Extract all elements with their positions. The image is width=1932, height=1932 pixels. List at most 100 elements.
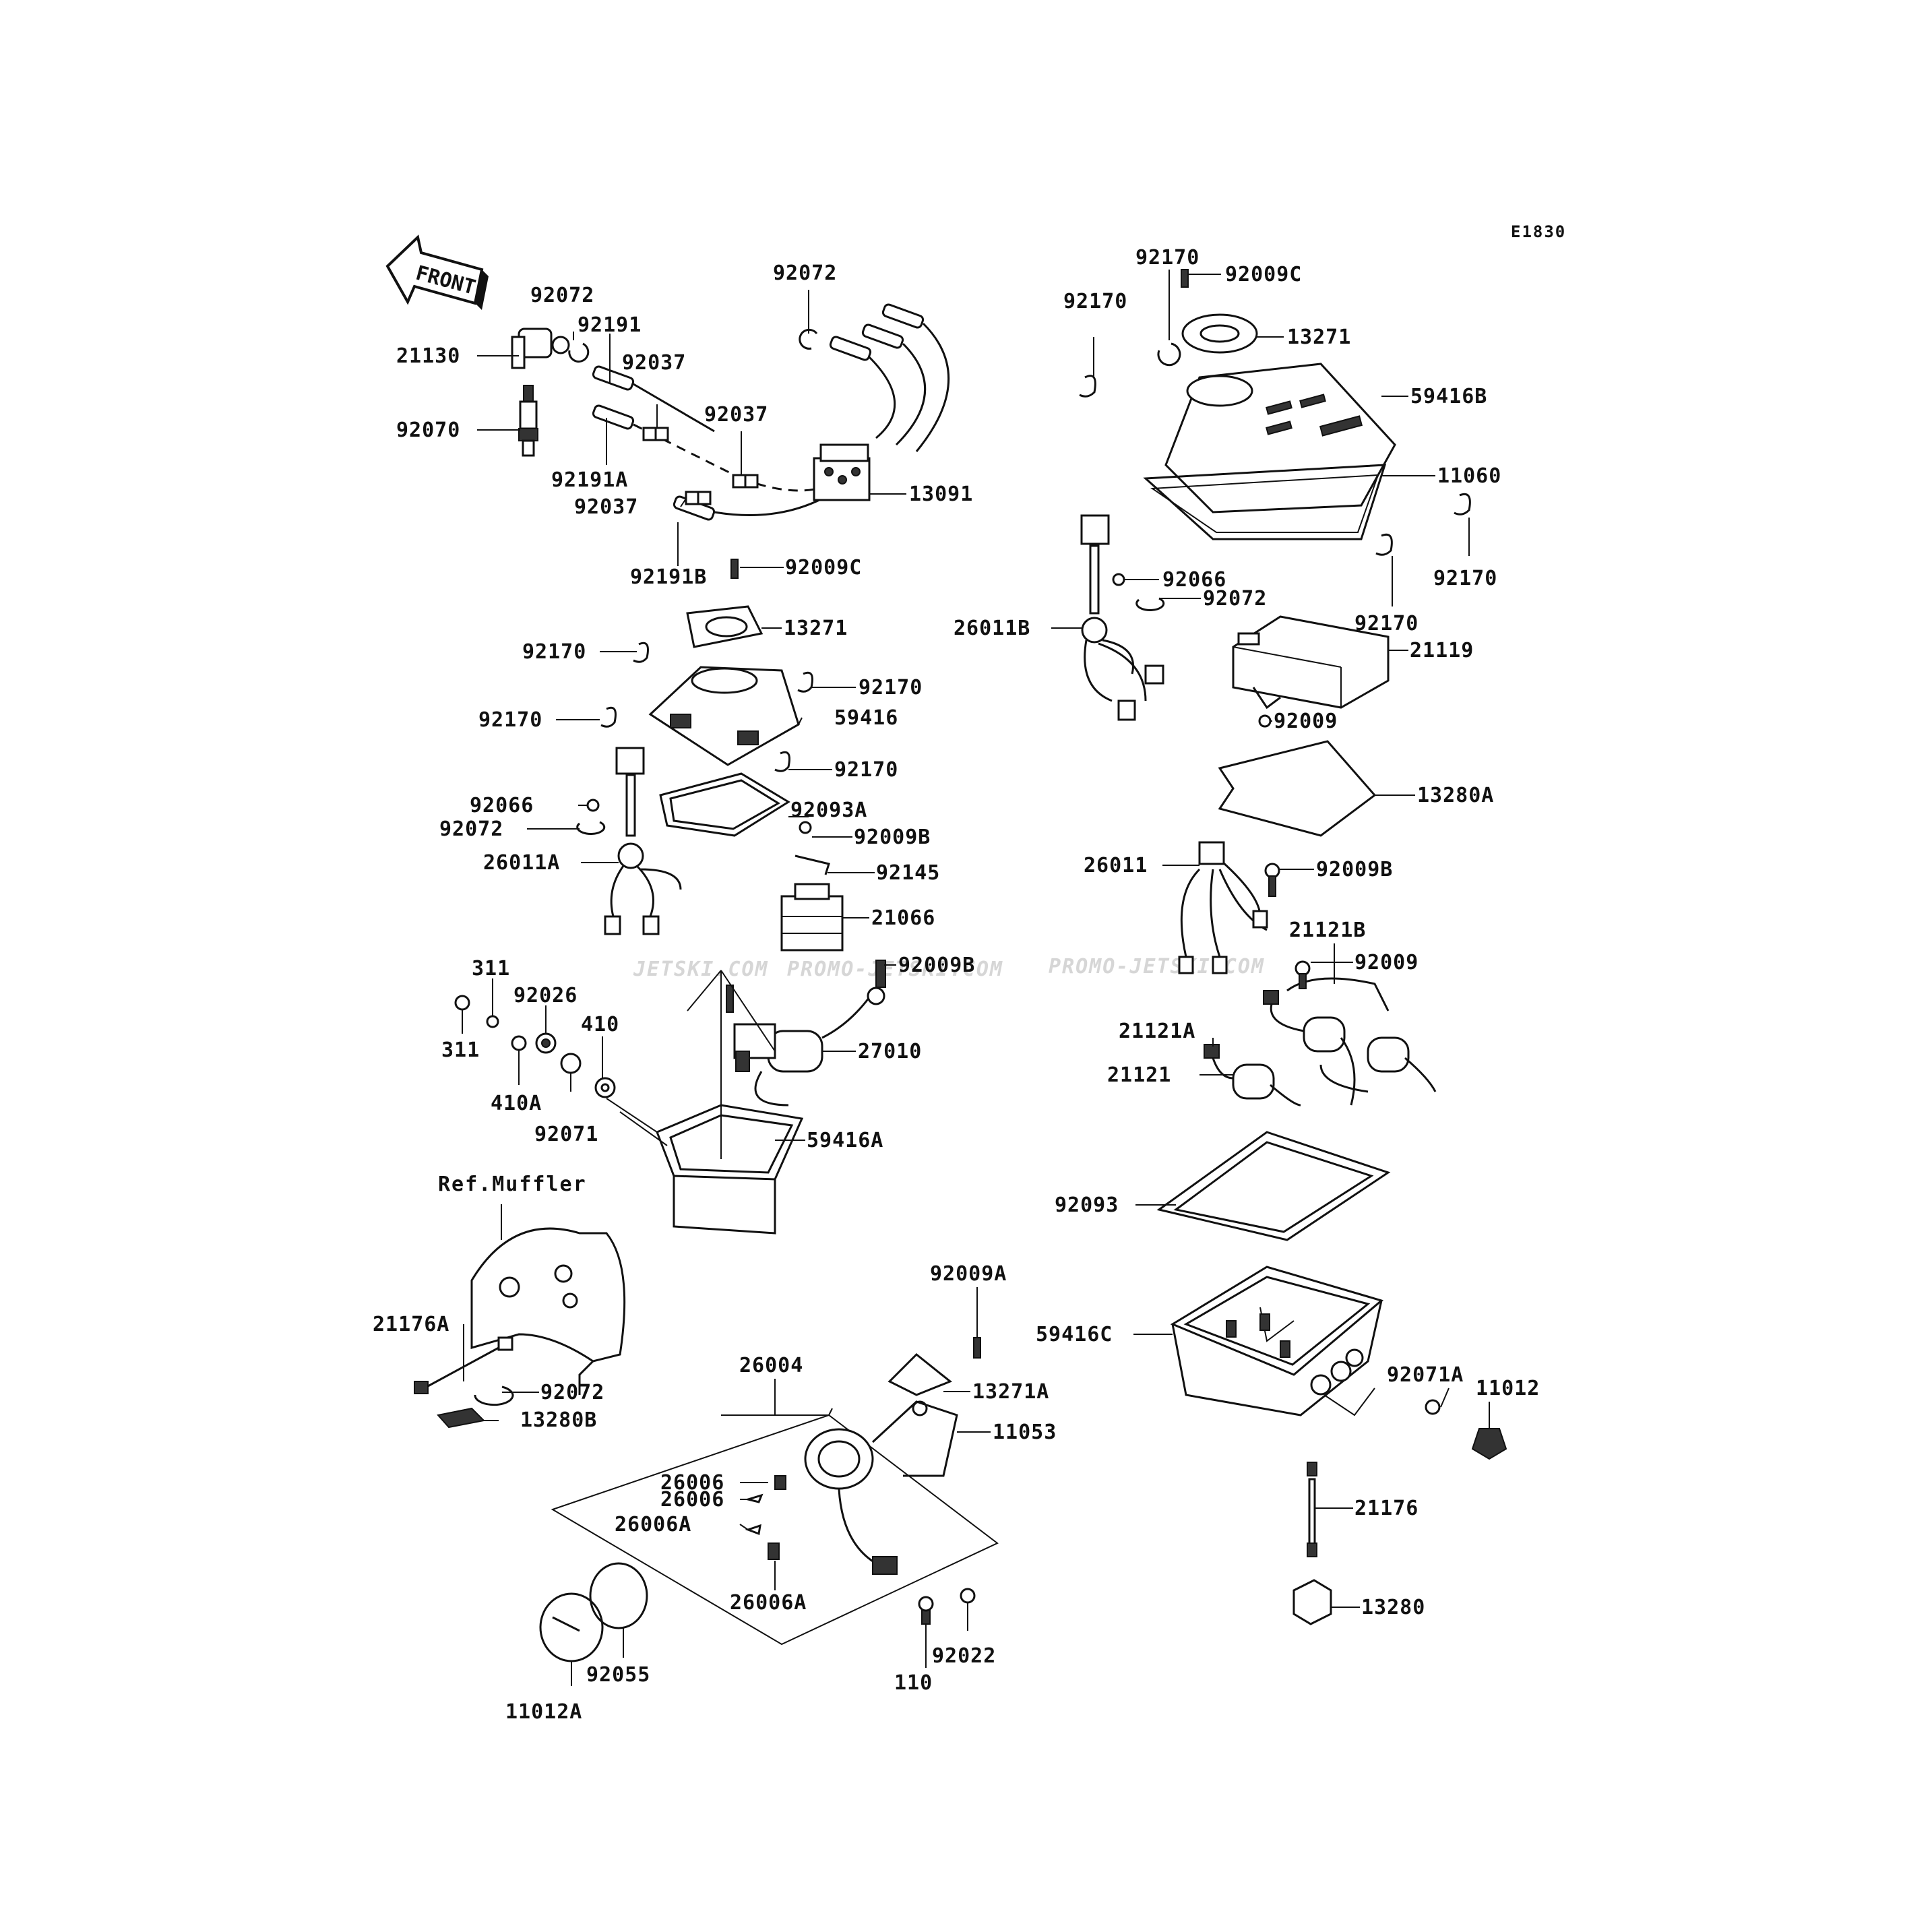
nuts-washers-drawing [454, 995, 616, 1098]
ignition-tubes-drawing [592, 303, 949, 521]
callout-21119: 21119 [1410, 639, 1474, 662]
callout-11060: 11060 [1437, 464, 1501, 488]
callout-26006: 26006 [660, 1471, 724, 1495]
electric-box-59416C-drawing [1170, 1266, 1384, 1416]
callout-59416: 59416 [834, 706, 898, 730]
front-arrow: FRONT [385, 235, 489, 310]
callout-21176: 21176 [1354, 1497, 1419, 1520]
callout-92071: 92071 [534, 1123, 598, 1146]
watermark-3: PROMO-JETSKI.COM [1049, 955, 1265, 978]
cover-59416-drawing [648, 666, 800, 766]
harness-26011-drawing [1178, 841, 1280, 974]
callout-26011: 26011 [1084, 854, 1148, 877]
callout-27010: 27010 [858, 1040, 922, 1063]
callout-21130: 21130 [396, 344, 460, 368]
spark-plug-drawing [518, 385, 538, 457]
callout-92170: 92170 [1433, 567, 1497, 590]
cap-11012A-drawing [539, 1562, 648, 1662]
callout-13091: 13091 [909, 482, 973, 506]
callout-13271A: 13271A [972, 1380, 1049, 1404]
callout-21121: 21121 [1107, 1063, 1171, 1087]
callout-21066: 21066 [871, 906, 935, 930]
callout-92170: 92170 [1135, 246, 1199, 270]
callout-92191: 92191 [578, 313, 642, 337]
callout-21176A: 21176A [373, 1313, 449, 1336]
callout-11053: 11053 [993, 1421, 1057, 1444]
starter-relay-27010-drawing [726, 960, 886, 1107]
callout-26006A: 26006A [615, 1513, 691, 1536]
callout-21121B: 21121B [1289, 918, 1366, 942]
harness-26011B-drawing [1080, 514, 1164, 721]
callout-92037: 92037 [704, 403, 768, 427]
callout-92037: 92037 [622, 351, 686, 375]
callout-92009: 92009 [1274, 710, 1338, 733]
nut-cap-11012-drawing [1425, 1399, 1507, 1460]
watermark-1: JETSKI.COM [633, 958, 769, 981]
callout-410: 410 [581, 1013, 619, 1036]
electric-box-59416A-drawing [606, 970, 804, 1235]
callout-311: 311 [441, 1038, 480, 1062]
callout-92009A: 92009A [930, 1262, 1007, 1286]
cover-gasket-13271-drawing [686, 559, 764, 648]
callout-26006A: 26006A [730, 1591, 807, 1615]
spark-plug-cap-drawing [511, 328, 590, 369]
callout-92009: 92009 [1354, 951, 1419, 974]
callout-92072: 92072 [1203, 587, 1267, 611]
tube-clamps-drawing [642, 328, 818, 505]
callout-92170: 92170 [478, 708, 542, 732]
callout-110: 110 [894, 1671, 933, 1695]
callout-26011B: 26011B [954, 617, 1030, 640]
callout-13280B: 13280B [520, 1408, 597, 1432]
callout-92072: 92072 [530, 284, 594, 307]
callout-92191B: 92191B [630, 565, 707, 589]
callout-311: 311 [472, 957, 510, 980]
callout-11012: 11012 [1476, 1377, 1540, 1400]
harness-26011A-drawing [604, 747, 682, 935]
gasket-92093-drawing [1156, 1131, 1391, 1241]
callout-92072: 92072 [439, 817, 503, 841]
callout-92066: 92066 [1162, 568, 1226, 592]
callout-92009B: 92009B [1316, 858, 1393, 881]
callout-92170: 92170 [1354, 612, 1419, 635]
callout-92022: 92022 [932, 1644, 996, 1668]
callout-92009C: 92009C [785, 556, 862, 580]
callout-92191A: 92191A [551, 468, 628, 492]
leader-lines [462, 270, 1490, 1686]
switch-group-26004-drawing [551, 1337, 999, 1646]
callout-26006: 26006 [660, 1488, 724, 1512]
callout-92072: 92072 [773, 261, 837, 285]
callout-92009B: 92009B [898, 954, 975, 977]
callout-13271: 13271 [1287, 325, 1351, 349]
callout-13280A: 13280A [1417, 784, 1494, 807]
callout-59416C: 59416C [1036, 1323, 1113, 1346]
muffler-reference-drawing [470, 1227, 626, 1395]
callout-labels: 21130 92072 92191 92037 92070 92191A 920… [373, 246, 1540, 1724]
diagram-code: E1830 [1511, 222, 1566, 241]
callout-26004: 26004 [739, 1354, 803, 1377]
cover-59416B-drawing [1079, 269, 1396, 540]
reference-muffler: Ref.Muffler [438, 1173, 587, 1196]
terminal-block-13091-drawing [813, 443, 871, 501]
sensor-21176A-drawing [414, 1336, 514, 1429]
callout-92026: 92026 [513, 984, 578, 1007]
callout-59416A: 59416A [807, 1129, 883, 1152]
callout-92037: 92037 [574, 495, 638, 519]
regulator-21066-drawing [780, 883, 844, 952]
callout-92170: 92170 [834, 758, 898, 782]
callout-11012A: 11012A [505, 1700, 582, 1724]
callout-13271: 13271 [784, 617, 848, 640]
ignition-coils-drawing [1204, 960, 1437, 1107]
callout-92170: 92170 [859, 676, 923, 699]
callout-92170: 92170 [522, 640, 586, 664]
callout-410A: 410A [491, 1092, 542, 1115]
callout-92071A: 92071A [1387, 1363, 1464, 1387]
callout-92070: 92070 [396, 418, 460, 442]
callout-92055: 92055 [586, 1663, 650, 1687]
ecu-21119-drawing [1232, 615, 1390, 728]
callout-92093A: 92093A [790, 799, 867, 822]
small-clips-left-drawing [576, 642, 830, 875]
callout-92009C: 92009C [1225, 263, 1302, 286]
callout-92170: 92170 [1063, 290, 1127, 313]
sheet-13280A-drawing [1218, 740, 1377, 837]
